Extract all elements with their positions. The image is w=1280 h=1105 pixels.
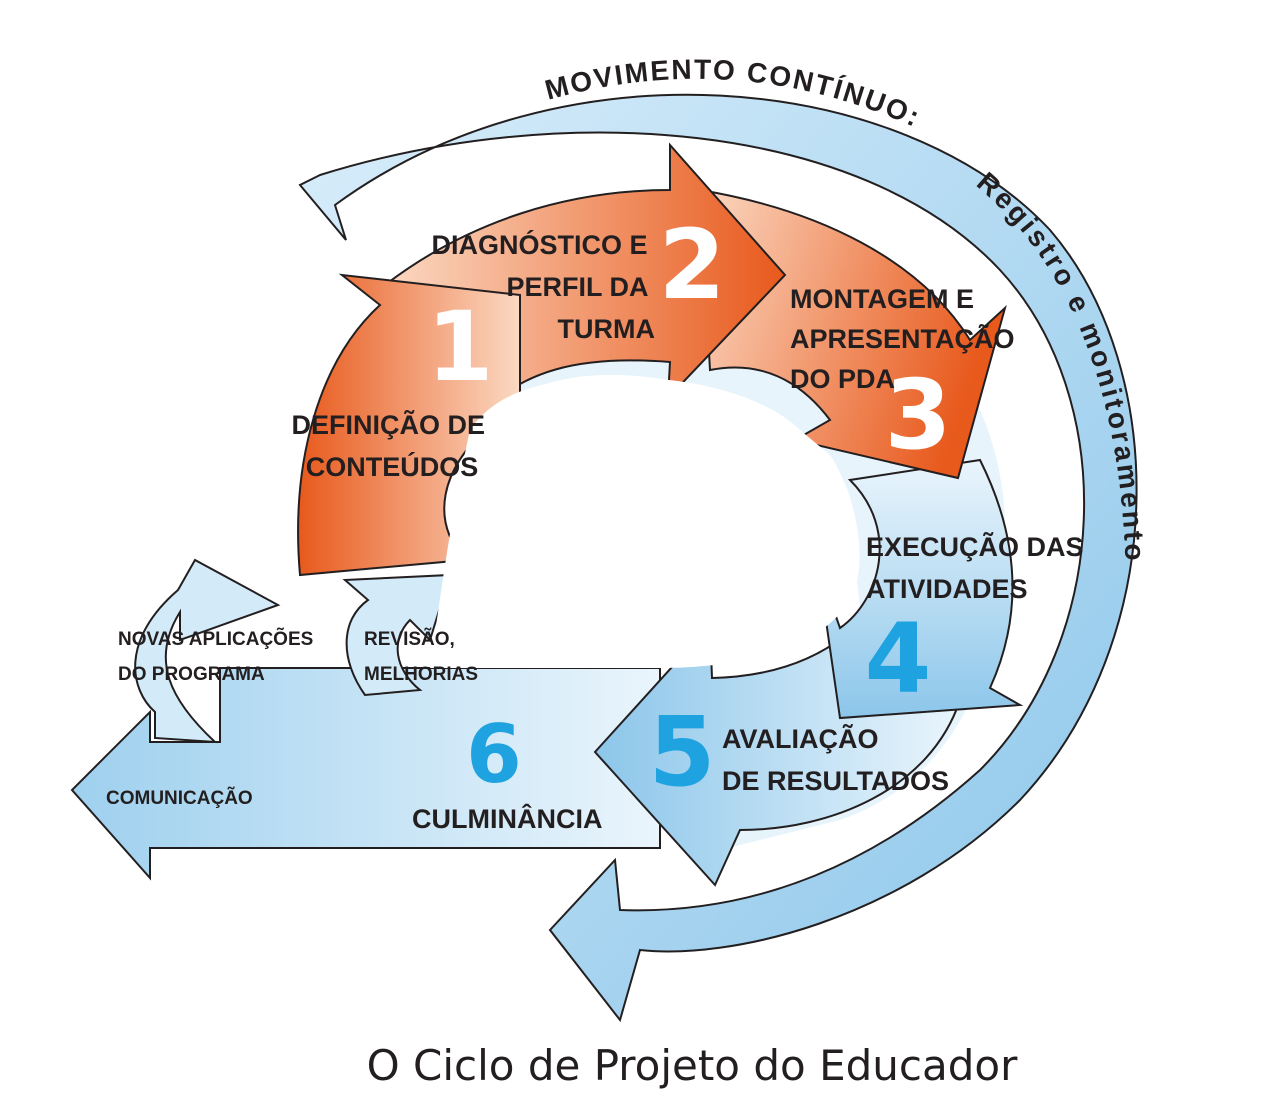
svg-text:DIAGNÓSTICO E PERFIL DA: DIAGNÓSTICO E PERFIL DA TURMA xyxy=(431,229,655,344)
step-4-arrow xyxy=(817,458,1024,720)
step-2-number: 2 xyxy=(659,209,726,321)
step-6-arrow xyxy=(70,667,661,881)
step-3-number: 3 xyxy=(885,359,952,471)
svg-text:EXECUÇÃO DAS ATIVIDADES: EXECUÇÃO DAS ATIVIDADES xyxy=(866,531,1091,604)
step-6-number: 6 xyxy=(466,708,522,801)
step-3-label-line1: MONTAGEM E xyxy=(790,284,974,314)
step-6-label-line1: CULMINÂNCIA xyxy=(412,803,602,834)
inner-hole xyxy=(430,377,860,668)
svg-text:DEFINIÇÃO DE CONTEÚDOS: DEFINIÇÃO DE CONTEÚDOS xyxy=(291,409,492,482)
step-1-label-line1: DEFINIÇÃO DE xyxy=(291,409,485,440)
step-3-label-line2: APRESENTAÇÃO xyxy=(790,323,1015,354)
branch-comunicacao-label: COMUNICAÇÃO xyxy=(106,787,253,809)
branch-revisao-line1: REVISÃO, xyxy=(364,628,455,650)
svg-text:AVALIAÇÃO DE RESULTADOS: AVALIAÇÃO DE RESULTADOS xyxy=(722,723,949,796)
branch-revisao-line2: MELHORIAS xyxy=(364,664,478,685)
step-5-label-line1: AVALIAÇÃO xyxy=(722,723,879,754)
diagram-caption: O Ciclo de Projeto do Educador xyxy=(367,1041,1018,1090)
step-4-label-line1: EXECUÇÃO DAS xyxy=(866,531,1084,562)
step-1-label-line2: CONTEÚDOS xyxy=(306,451,479,482)
step-2-label-line2: PERFIL DA xyxy=(506,272,648,302)
branch-novas-aplicacoes-arrow xyxy=(134,558,281,744)
svg-text:CULMINÂNCIA: CULMINÂNCIA xyxy=(412,803,602,834)
step-1-number: 1 xyxy=(427,291,494,403)
step-4-label-line2: ATIVIDADES xyxy=(866,574,1028,604)
step-3-label-line3: DO PDA xyxy=(790,364,895,394)
step-5-number: 5 xyxy=(649,696,716,808)
step-2-label-line1: DIAGNÓSTICO E xyxy=(431,229,647,260)
step-1-arrow xyxy=(297,273,521,577)
step-2-label-line3: TURMA xyxy=(558,314,655,344)
step-4-number: 4 xyxy=(865,603,932,715)
outer-arc-arrow xyxy=(298,93,1138,1023)
svg-text:MONTAGEM E APRESENTAÇÃO: MONTAGEM E APRESENTAÇÃO DO PDA xyxy=(790,284,1022,394)
step-5-label-line2: DE RESULTADOS xyxy=(722,766,949,796)
branch-novas-aplicacoes-line1: NOVAS APLICAÇÕES xyxy=(118,628,313,650)
step-3-arrow xyxy=(698,188,1007,480)
svg-text:REVISÃO, MELHORIAS: REVISÃO, MELHORIAS xyxy=(364,628,478,685)
branch-novas-aplicacoes-line2: DO PROGRAMA xyxy=(118,664,265,685)
svg-text:NOVAS APLICAÇÕES DO PROGRA: NOVAS APLICAÇÕES DO PROGRAMA xyxy=(118,628,319,685)
